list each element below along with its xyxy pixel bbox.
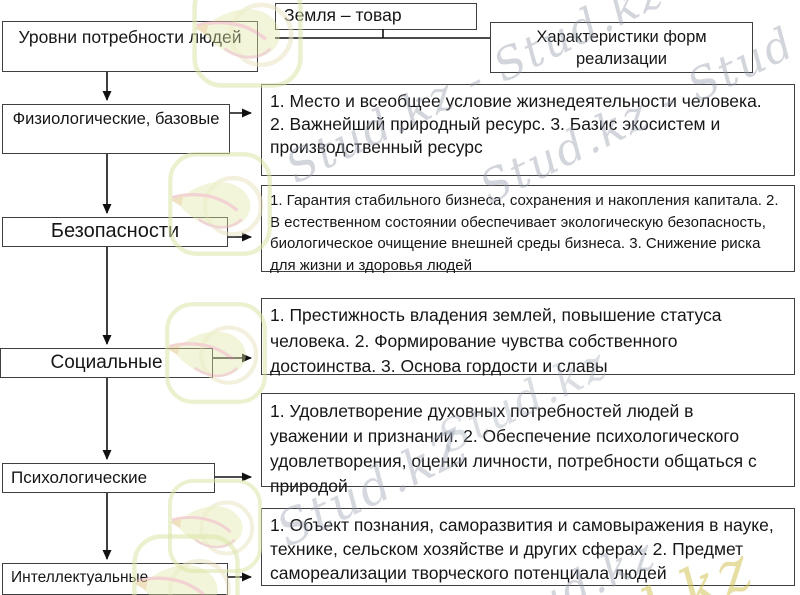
desc-text: 1. Объект познания, саморазвития и самов…	[270, 515, 774, 583]
needs-levels-label: Уровни потребности людей	[18, 27, 242, 47]
title-box-land-commodity: Земля – товар	[275, 3, 477, 30]
title-box-label: Земля – товар	[284, 5, 402, 25]
level-label: Безопасности	[50, 220, 180, 242]
level-box-physiological: Физиологические, базовые	[2, 104, 230, 154]
desc-box-psychological: 1. Удовлетворение духовных потребностей …	[261, 393, 795, 496]
realization-forms-label: Характеристики форм реализации	[536, 28, 707, 68]
desc-box-social: 1. Престижность владения землей, повышен…	[261, 298, 795, 376]
desc-text: 1. Место и всеобщее условие жизнедеятель…	[270, 91, 762, 157]
desc-box-intellectual: 1. Объект познания, саморазвития и самов…	[261, 508, 795, 586]
desc-text: 1. Гарантия стабильного бизнеса, сохране…	[270, 192, 779, 274]
level-label: Психологические	[11, 468, 148, 487]
level-label: Физиологические, базовые	[12, 110, 220, 128]
desc-text: 1. Престижность владения землей, повышен…	[270, 305, 722, 376]
desc-box-safety: 1. Гарантия стабильного бизнеса, сохране…	[261, 185, 795, 274]
header-box-needs-levels: Уровни потребности людей	[2, 21, 258, 72]
level-box-intellectual: Интеллектуальные	[2, 563, 228, 595]
desc-text: 1. Удовлетворение духовных потребностей …	[270, 401, 757, 496]
header-box-realization-forms: Характеристики форм реализации	[490, 22, 753, 73]
level-label: Интеллектуальные	[11, 569, 149, 586]
desc-box-physiological: 1. Место и всеобщее условие жизнедеятель…	[261, 84, 795, 176]
level-box-social: Социальные	[0, 348, 213, 378]
level-box-safety: Безопасности	[2, 217, 228, 247]
level-box-psychological: Психологические	[2, 463, 215, 493]
level-label: Социальные	[50, 352, 163, 373]
